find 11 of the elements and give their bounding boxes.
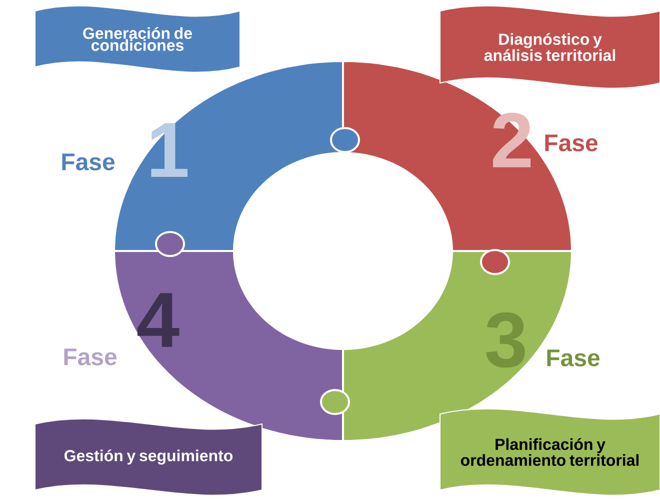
phase-label: Fase xyxy=(545,134,598,152)
phase-label: Fase xyxy=(64,348,117,366)
phase-number: 4 xyxy=(138,293,180,347)
phase-number: 1 xyxy=(151,123,188,177)
phase-number: 2 xyxy=(493,112,531,168)
banner: Diagnóstico y análisis territorial xyxy=(440,5,660,89)
banner: Planificación y ordenamiento territorial xyxy=(440,408,660,496)
banner: Generación de condiciones xyxy=(34,5,240,73)
banner: Gestión y seguimiento xyxy=(34,418,262,496)
phase-label: Fase xyxy=(62,154,115,170)
phase-label: Fase xyxy=(547,350,600,366)
